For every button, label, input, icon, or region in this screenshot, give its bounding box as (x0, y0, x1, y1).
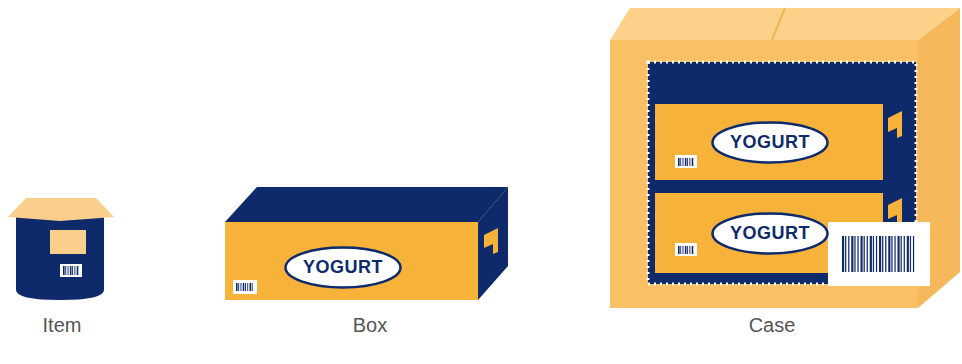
product-name: YOGURT (730, 132, 810, 153)
label-oval: YOGURT (284, 246, 402, 289)
caption-label: Case (749, 314, 796, 337)
product-name: YOGURT (730, 223, 810, 244)
shipping-case (610, 8, 960, 308)
caption-label: Box (353, 314, 387, 337)
yogurt-box (225, 187, 508, 300)
caption-label: Item (43, 314, 82, 337)
yogurt-cup (8, 198, 114, 300)
label-oval: YOGURT (711, 121, 829, 164)
product-name: YOGURT (303, 257, 383, 278)
label-oval: YOGURT (711, 212, 829, 255)
